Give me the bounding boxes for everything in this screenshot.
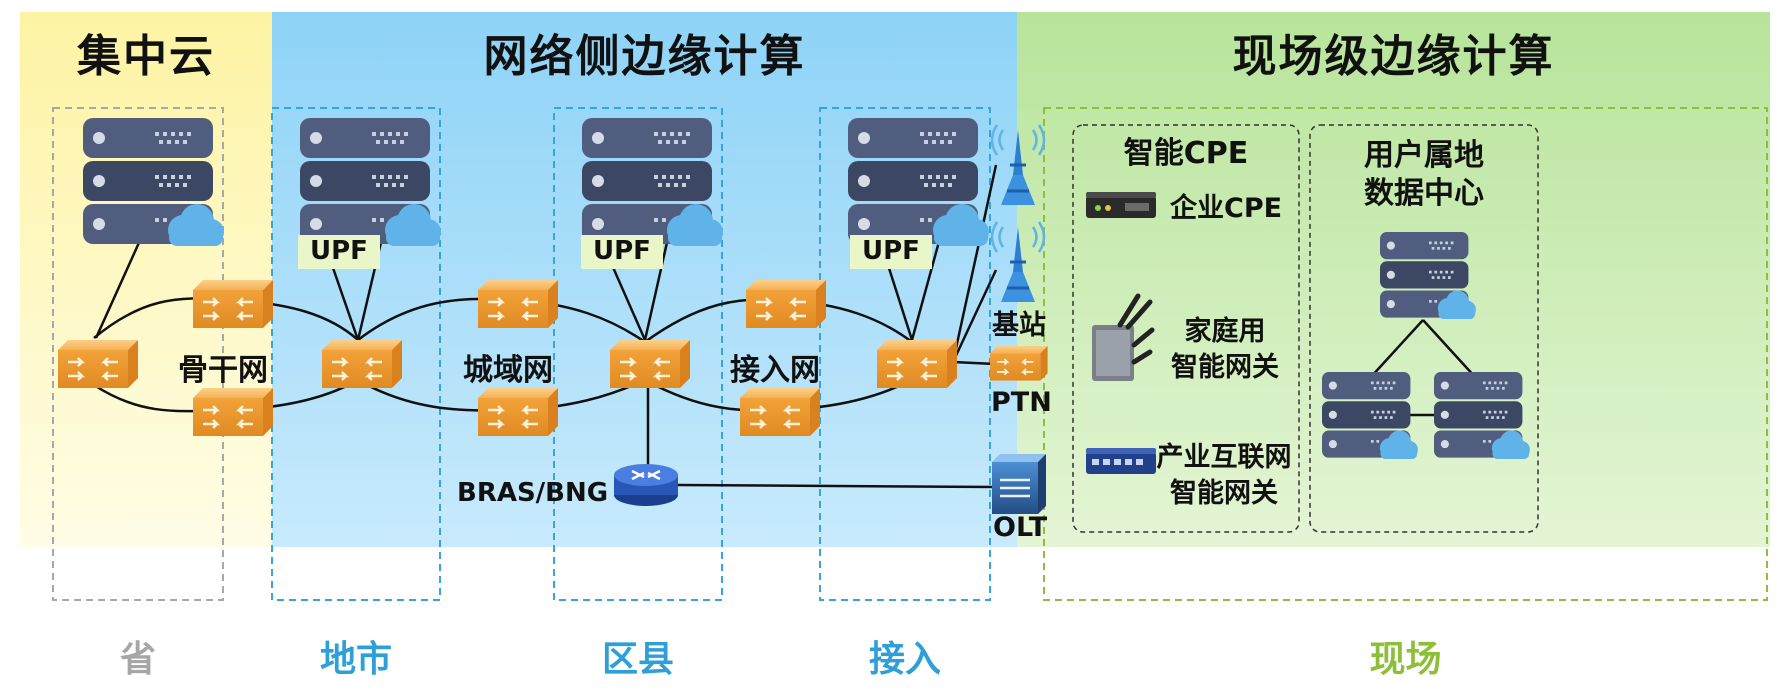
access-router-bottom-icon: [738, 386, 822, 438]
link-bs-1: [951, 164, 998, 363]
industrial-gateway-label-line2: 智能网关: [1170, 478, 1278, 509]
bras-bng-label: BRAS/BNG: [457, 478, 609, 508]
enterprise-cpe-label: 企业CPE: [1170, 193, 1283, 224]
cpe-box-title: 智能CPE: [1123, 136, 1249, 171]
tier-box-city: [271, 107, 441, 601]
region-title-onsite-edge: 现场级边缘计算: [1232, 31, 1555, 82]
backbone-router-bottom-icon: [191, 386, 275, 438]
link-upf-access-a: [886, 264, 914, 341]
access-router-top-icon: [744, 278, 828, 330]
link-dc-top-right: [1422, 319, 1477, 379]
ptn-router-icon: [989, 345, 1049, 382]
access-network-label: 接入网: [730, 353, 820, 388]
upf-label-access: UPF: [850, 235, 932, 269]
region-title-cloud: 集中云: [77, 31, 215, 82]
dc-server-left-icon: [1322, 372, 1418, 460]
link-upf-county-b: [643, 237, 670, 341]
cloud-region-bg: [20, 12, 272, 547]
olt-label: OLT: [993, 512, 1048, 543]
home-gateway-icon: [1092, 293, 1155, 381]
city-router-icon: [320, 338, 404, 390]
backbone-router-left-icon: [56, 338, 140, 390]
backbone-network-label: 骨干网: [178, 353, 268, 388]
industrial-gateway-icon: [1086, 448, 1156, 474]
tier-box-province: [52, 107, 224, 601]
metro-network-label: 城域网: [463, 353, 553, 388]
link-bs-2: [951, 269, 998, 363]
tier-label-province: 省: [119, 639, 156, 680]
metro-router-bottom-icon: [476, 386, 560, 438]
olt-icon: [992, 454, 1046, 514]
dc-box-title-line1: 用户属地: [1364, 138, 1484, 173]
link-dc-top-left: [1369, 319, 1424, 379]
dc-box-title-line2: 数据中心: [1364, 176, 1484, 211]
county-upf-server-icon: [582, 118, 723, 246]
dc-box: [1309, 124, 1539, 533]
dc-server-top-icon: [1380, 232, 1476, 320]
access-node-router-icon: [875, 338, 959, 390]
tier-label-city: 地市: [319, 639, 392, 680]
upf-label-city: UPF: [298, 235, 380, 269]
bras-bng-icon: [614, 464, 678, 506]
home-gateway-label-line2: 智能网关: [1171, 352, 1279, 383]
link-cloud-server: [94, 235, 144, 339]
home-gateway-label-line1: 家庭用: [1184, 316, 1266, 347]
tier-box-county: [553, 107, 723, 601]
ptn-label: PTN: [991, 387, 1052, 418]
tier-label-county: 区县: [601, 639, 674, 680]
cloud-server-icon: [83, 118, 224, 246]
enterprise-cpe-icon: [1086, 192, 1156, 218]
dc-server-right-icon: [1434, 372, 1530, 460]
metro-router-top-icon: [476, 278, 560, 330]
tier-box-access: [819, 107, 991, 601]
tier-label-access: 接入: [868, 639, 941, 680]
link-upf-city-a: [330, 264, 360, 341]
home-gateway-label: 家庭用 智能网关: [1160, 314, 1290, 386]
cpe-box: [1072, 124, 1300, 533]
link-upf-county-a: [610, 264, 647, 341]
region-title-network-edge: 网络侧边缘计算: [483, 31, 806, 82]
link-ptn: [952, 360, 996, 366]
upf-label-county: UPF: [581, 235, 663, 269]
link-upf-access-b: [910, 237, 942, 341]
city-upf-server-icon: [300, 118, 441, 246]
dc-box-title: 用户属地 数据中心: [1310, 137, 1538, 213]
industrial-gateway-label: 产业互联网 智能网关: [1150, 440, 1298, 512]
link-bras-olt: [677, 483, 996, 489]
county-router-icon: [608, 338, 692, 390]
industrial-gateway-label-line1: 产业互联网: [1156, 442, 1292, 473]
tier-label-site: 现场: [1369, 639, 1442, 680]
backbone-router-top-icon: [191, 278, 275, 330]
base-station-label: 基站: [992, 310, 1046, 341]
access-upf-server-icon: [848, 118, 989, 246]
